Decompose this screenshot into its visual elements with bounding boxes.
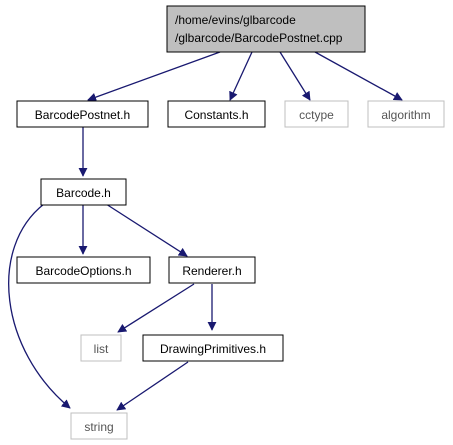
edge-barcode-h-to-renderer-h	[105, 203, 188, 257]
node-string[interactable]: string	[70, 412, 128, 440]
node-barcodeoptions-h[interactable]: BarcodeOptions.h	[16, 256, 151, 284]
edge-barcode-h-to-string	[8, 203, 71, 409]
node-root-label-line2: /glbarcode/BarcodePostnet.cpp	[175, 31, 343, 45]
node-barcode-h-label: Barcode.h	[56, 186, 111, 200]
node-cctype[interactable]: cctype	[284, 100, 349, 128]
node-barcode-h[interactable]: Barcode.h	[40, 178, 127, 206]
node-constants-h-label: Constants.h	[184, 108, 248, 122]
node-list-label: list	[94, 342, 109, 356]
edge-root-to-constants-h	[229, 51, 253, 101]
node-root[interactable]: /home/evins/glbarcode /glbarcode/Barcode…	[166, 5, 366, 53]
edges	[8, 51, 403, 411]
node-barcodepostnet-h-label: BarcodePostnet.h	[35, 108, 130, 122]
node-drawingprimitives-h[interactable]: DrawingPrimitives.h	[142, 334, 284, 362]
edge-root-to-barcodepostnet-h	[87, 51, 221, 102]
node-constants-h[interactable]: Constants.h	[167, 100, 266, 128]
node-algorithm[interactable]: algorithm	[367, 100, 445, 128]
node-barcodepostnet-h[interactable]: BarcodePostnet.h	[16, 100, 149, 128]
edge-renderer-h-to-list	[117, 283, 195, 333]
edge-drawingprimitives-h-to-string	[116, 361, 189, 411]
node-barcodeoptions-h-label: BarcodeOptions.h	[35, 264, 131, 278]
node-root-label-line1: /home/evins/glbarcode	[175, 13, 296, 27]
node-cctype-label: cctype	[299, 108, 334, 122]
edge-root-to-algorithm	[314, 51, 403, 101]
node-algorithm-label: algorithm	[381, 108, 430, 122]
edge-root-to-cctype	[279, 51, 311, 101]
node-drawingprimitives-h-label: DrawingPrimitives.h	[160, 342, 266, 356]
node-string-label: string	[84, 420, 113, 434]
node-renderer-h-label: Renderer.h	[182, 264, 241, 278]
node-renderer-h[interactable]: Renderer.h	[168, 256, 256, 284]
node-list[interactable]: list	[80, 334, 122, 362]
